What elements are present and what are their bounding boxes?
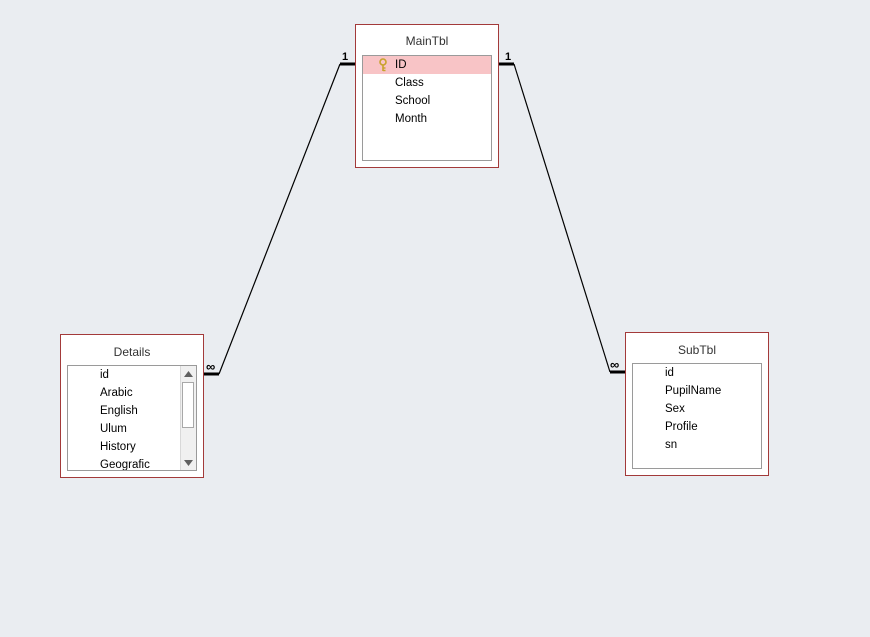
field-name: id bbox=[100, 369, 109, 381]
field-list[interactable]: ID Class School Month bbox=[362, 55, 492, 161]
table-maintbl[interactable]: MainTbl ID Class School Month bbox=[355, 24, 499, 168]
table-details[interactable]: Details id Arabic English Ulum History G… bbox=[60, 334, 204, 478]
field-name: Class bbox=[395, 77, 424, 89]
field-item-id[interactable]: id bbox=[633, 364, 761, 382]
rel-details-one-label: 1 bbox=[342, 51, 349, 63]
table-title[interactable]: MainTbl bbox=[405, 34, 449, 48]
rel-sub-line[interactable] bbox=[513, 63, 611, 373]
field-name: English bbox=[100, 405, 138, 417]
table-title[interactable]: SubTbl bbox=[677, 343, 717, 357]
rel-details-many-label: ∞ bbox=[206, 359, 215, 374]
table-subtbl[interactable]: SubTbl id PupilName Sex Profile sn bbox=[625, 332, 769, 476]
field-name: id bbox=[665, 367, 674, 379]
field-name: Month bbox=[395, 113, 427, 125]
scroll-thumb[interactable] bbox=[182, 382, 194, 428]
field-item-profile[interactable]: Profile bbox=[633, 418, 761, 436]
field-name: sn bbox=[665, 439, 678, 451]
field-item-id[interactable]: id bbox=[68, 366, 196, 384]
field-name: School bbox=[395, 95, 431, 107]
table-title[interactable]: Details bbox=[113, 345, 151, 359]
field-name: PupilName bbox=[665, 385, 722, 397]
field-item-id[interactable]: ID bbox=[363, 56, 491, 74]
field-name: History bbox=[100, 441, 136, 453]
field-item-month[interactable]: Month bbox=[363, 110, 491, 128]
field-item-geografic[interactable]: Geografic bbox=[68, 456, 196, 471]
scroll-up-button[interactable] bbox=[181, 366, 196, 381]
field-name: Profile bbox=[665, 421, 698, 433]
field-item-arabic[interactable]: Arabic bbox=[68, 384, 196, 402]
field-item-class[interactable]: Class bbox=[363, 74, 491, 92]
field-item-school[interactable]: School bbox=[363, 92, 491, 110]
rel-details-line[interactable] bbox=[218, 63, 341, 375]
triangle-down-icon bbox=[184, 459, 193, 466]
field-name: Ulum bbox=[100, 423, 127, 435]
field-name: Geografic bbox=[100, 459, 150, 471]
field-list[interactable]: id PupilName Sex Profile sn bbox=[632, 363, 762, 469]
field-item-sex[interactable]: Sex bbox=[633, 400, 761, 418]
field-item-english[interactable]: English bbox=[68, 402, 196, 420]
field-item-pupilname[interactable]: PupilName bbox=[633, 382, 761, 400]
rel-sub-one-label: 1 bbox=[505, 51, 512, 63]
triangle-up-icon bbox=[184, 370, 193, 377]
vertical-scrollbar[interactable] bbox=[180, 366, 196, 470]
rel-sub-many-label: ∞ bbox=[610, 357, 619, 372]
field-item-ulum[interactable]: Ulum bbox=[68, 420, 196, 438]
scroll-down-button[interactable] bbox=[181, 455, 196, 470]
field-item-sn[interactable]: sn bbox=[633, 436, 761, 454]
field-item-history[interactable]: History bbox=[68, 438, 196, 456]
key-icon bbox=[379, 58, 387, 72]
field-list[interactable]: id Arabic English Ulum History Geografic bbox=[67, 365, 197, 471]
field-name: Sex bbox=[665, 403, 685, 415]
field-name: ID bbox=[395, 59, 407, 71]
field-name: Arabic bbox=[100, 387, 133, 399]
